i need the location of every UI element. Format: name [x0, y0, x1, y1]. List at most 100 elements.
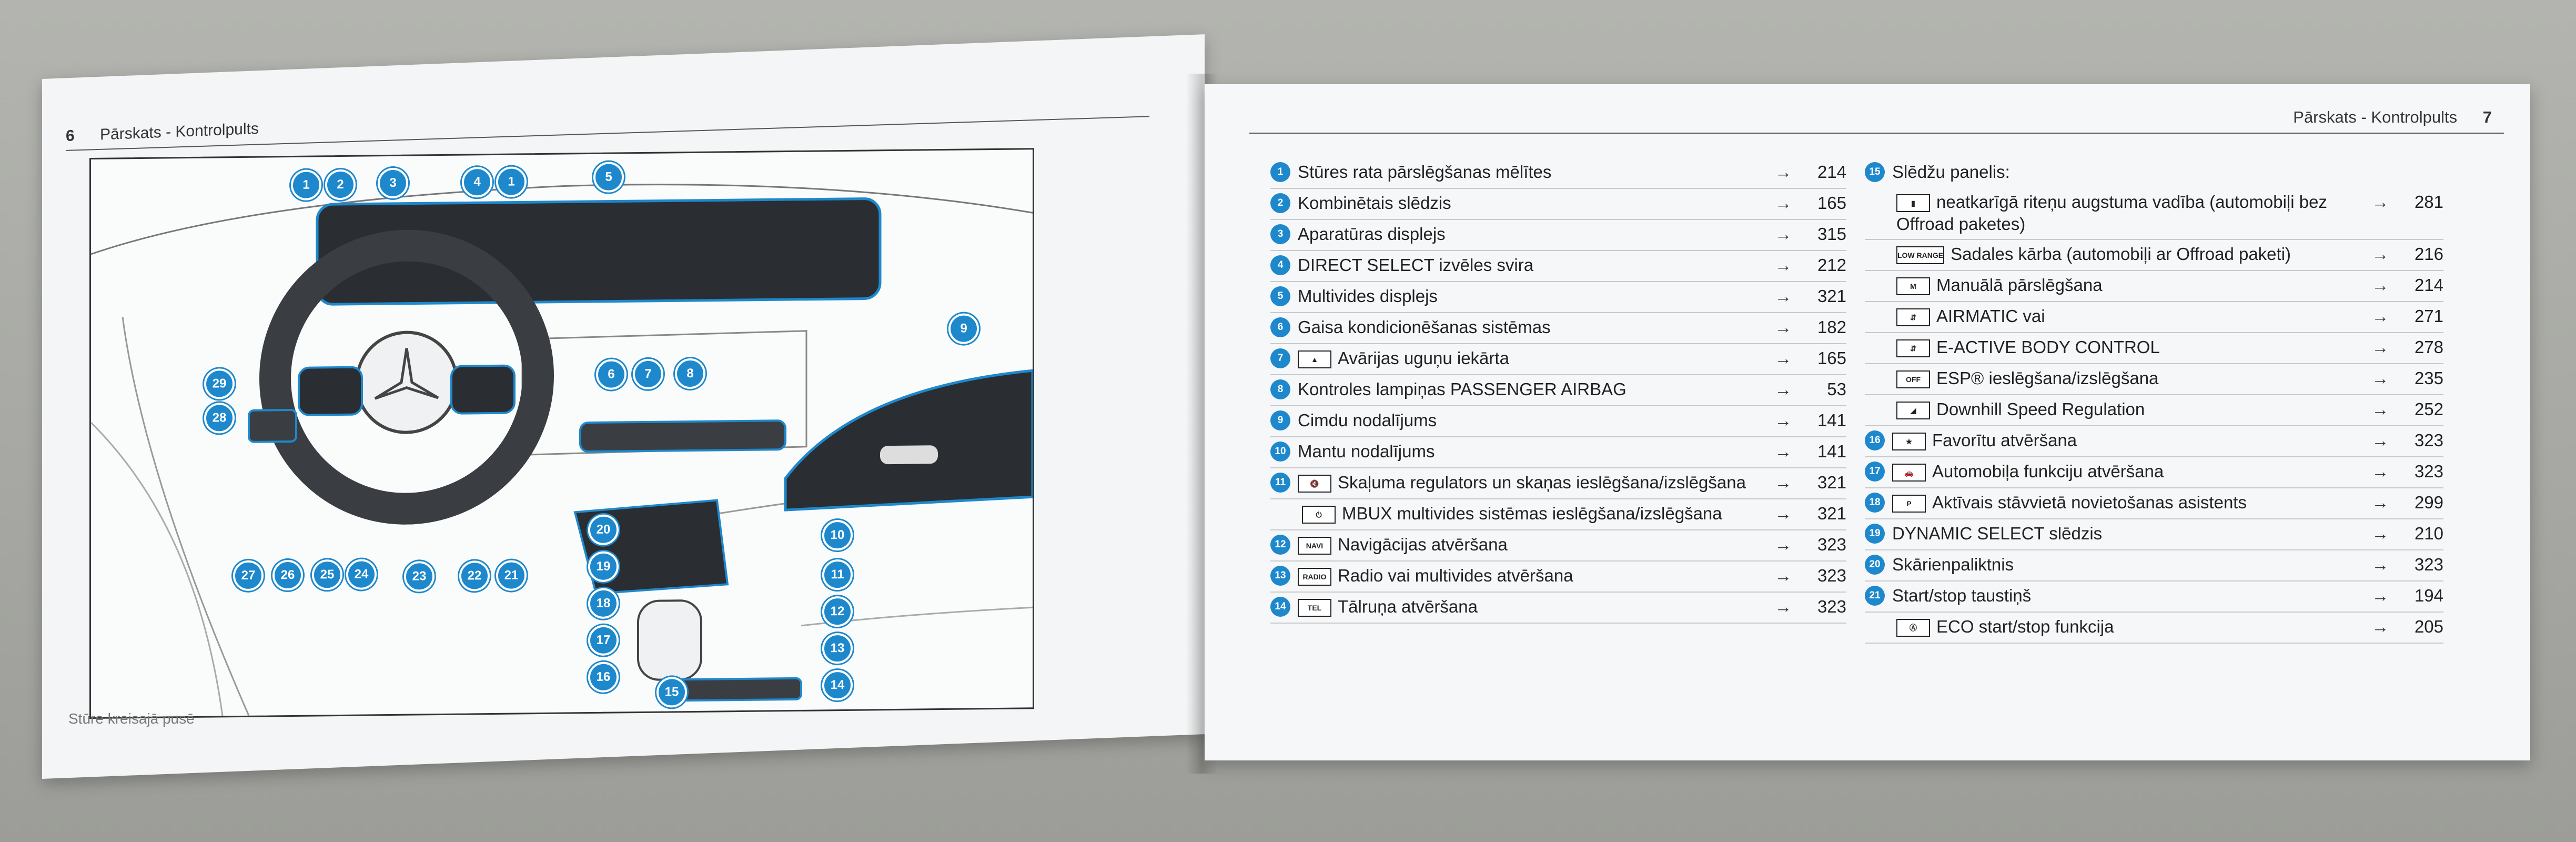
page-ref-arrow: → [2371, 524, 2389, 543]
legend-row: 8 Kontroles lampiņas PASSENGER AIRBAG → 53 [1270, 375, 1846, 406]
legend-number-badge: 10 [1270, 442, 1290, 462]
page-reference[interactable]: 315 [1817, 224, 1846, 244]
legend-number-badge: 7 [1270, 348, 1290, 368]
legend-label: neatkarīgā riteņu augstuma vadība (autom… [1896, 192, 2327, 234]
legend-number-badge: 8 [1270, 379, 1290, 399]
page-reference[interactable]: 165 [1817, 348, 1846, 368]
legend-text-cell: 🚗Automobiļa funkciju atvēršana [1892, 460, 2357, 483]
page-reference[interactable]: 212 [1817, 255, 1846, 275]
legend-number-badge: 14 [1270, 597, 1290, 617]
page-reference[interactable]: 182 [1817, 317, 1846, 337]
legend-label: DYNAMIC SELECT slēdzis [1892, 524, 2103, 543]
page-ref-arrow: → [1774, 535, 1792, 554]
esp-off-icon: OFF [1896, 370, 1930, 389]
page-reference[interactable]: 323 [2414, 430, 2443, 450]
legend-number-badge: 18 [1865, 493, 1885, 513]
offroad-level-icon: ▮ [1896, 194, 1930, 213]
right-page-title: Pārskats - Kontrolpults [2293, 108, 2458, 126]
page-reference[interactable]: 321 [1817, 504, 1846, 523]
cockpit-diagram: 1 2 3 4 1 5 6 7 8 9 10 11 12 13 14 15 16… [89, 148, 1034, 719]
page-reference[interactable]: 323 [1817, 535, 1846, 554]
page-reference[interactable]: 281 [2414, 192, 2443, 212]
page-reference[interactable]: 214 [2414, 275, 2443, 295]
legend-label: Stūres rata pārslēgšanas mēlītes [1298, 162, 1552, 182]
page-ref-arrow: → [2371, 368, 2389, 388]
legend-text-cell: ★Favorītu atvēršana [1892, 429, 2357, 452]
page-reference[interactable]: 271 [2414, 306, 2443, 326]
page-ref-arrow: → [2371, 586, 2389, 605]
page-reference[interactable]: 323 [2414, 555, 2443, 574]
callout-11: 11 [822, 559, 853, 590]
page-reference[interactable]: 210 [2414, 524, 2443, 543]
manual-m-icon: M [1896, 277, 1930, 296]
legend-text-cell: Cimdu nodalījums [1298, 409, 1760, 432]
page-ref-arrow: → [2371, 462, 2389, 481]
page-reference[interactable]: 141 [1817, 410, 1846, 430]
legend-row: 17 🚗Automobiļa funkciju atvēršana → 323 [1865, 457, 2443, 488]
legend-number-badge: 17 [1865, 462, 1885, 482]
page-ref-arrow: → [1774, 379, 1792, 399]
legend-number-badge: 9 [1270, 410, 1290, 430]
page-reference[interactable]: 278 [2414, 337, 2443, 357]
page-reference[interactable]: 235 [2414, 368, 2443, 388]
legend-text-cell: Stūres rata pārslēgšanas mēlītes [1298, 161, 1760, 183]
page-reference[interactable]: 321 [1817, 473, 1846, 492]
legend-text-cell: Start/stop taustiņš [1892, 585, 2357, 607]
callout-25: 25 [312, 559, 342, 590]
page-reference[interactable]: 205 [2414, 617, 2443, 636]
page-ref-arrow: → [1774, 162, 1792, 182]
legend-label: E-ACTIVE BODY CONTROL [1936, 337, 2160, 357]
legend-text-cell: ⇵AIRMATIC vai [1896, 305, 2357, 327]
page-ref-arrow: → [1774, 597, 1792, 616]
power-icon: ⏻ [1302, 506, 1336, 524]
page-reference[interactable]: 321 [1817, 286, 1846, 306]
legend-text-cell: DYNAMIC SELECT slēdzis [1892, 523, 2357, 545]
legend-number-badge: 2 [1270, 193, 1290, 213]
page-ref-arrow: → [1774, 193, 1792, 213]
page-ref-arrow: → [1774, 286, 1792, 306]
page-reference[interactable]: 323 [2414, 462, 2443, 481]
page-reference[interactable]: 194 [2414, 586, 2443, 605]
page-reference[interactable]: 53 [1827, 379, 1846, 399]
page-ref-arrow: → [2371, 555, 2389, 574]
body-control-icon: ⇵ [1896, 339, 1930, 358]
legend-label: Cimdu nodalījums [1298, 410, 1437, 430]
page-ref-arrow: → [2371, 399, 2389, 419]
page-reference[interactable]: 165 [1817, 193, 1846, 213]
legend-label: Tālruņa atvēršana [1338, 597, 1478, 616]
legend-row: OFF ESP® ieslēgšana/izslēgšana → 235 [1865, 364, 2443, 395]
legend-label: Kontroles lampiņas PASSENGER AIRBAG [1298, 379, 1627, 399]
page-reference[interactable]: 216 [2414, 244, 2443, 264]
legend-text-cell: ▮neatkarīgā riteņu augstuma vadība (auto… [1896, 191, 2357, 235]
right-header-rule [1249, 133, 2504, 134]
legend-label: Aparatūras displejs [1298, 224, 1446, 244]
callout-14: 14 [822, 669, 853, 701]
legend-number-badge: 6 [1270, 317, 1290, 337]
page-reference[interactable]: 141 [1817, 442, 1846, 461]
page-reference[interactable]: 323 [1817, 597, 1846, 616]
legend-text-cell: ◢Downhill Speed Regulation [1896, 398, 2357, 420]
legend-text-cell: Multivides displejs [1298, 285, 1760, 307]
page-ref-arrow: → [2371, 430, 2389, 450]
page-ref-arrow: → [2371, 337, 2389, 357]
page-reference[interactable]: 299 [2414, 493, 2443, 512]
legend-text-cell: Skārienpaliktnis [1892, 554, 2357, 576]
legend-row: ⏻MBUX multivides sistēmas ieslēgšana/izs… [1270, 499, 1846, 530]
page-ref-arrow: → [2371, 306, 2389, 326]
page-reference[interactable]: 252 [2414, 399, 2443, 419]
legend-text-cell: OFF ESP® ieslēgšana/izslēgšana [1896, 367, 2357, 389]
page-reference[interactable]: 323 [1817, 566, 1846, 585]
legend-row: ⇵ E-ACTIVE BODY CONTROL → 278 [1865, 333, 2443, 364]
legend-label: ESP® ieslēgšana/izslēgšana [1936, 368, 2159, 388]
legend-row: ⇵AIRMATIC vai → 271 [1865, 302, 2443, 333]
page-reference[interactable]: 214 [1817, 162, 1846, 182]
cockpit-illustration [90, 184, 1034, 716]
